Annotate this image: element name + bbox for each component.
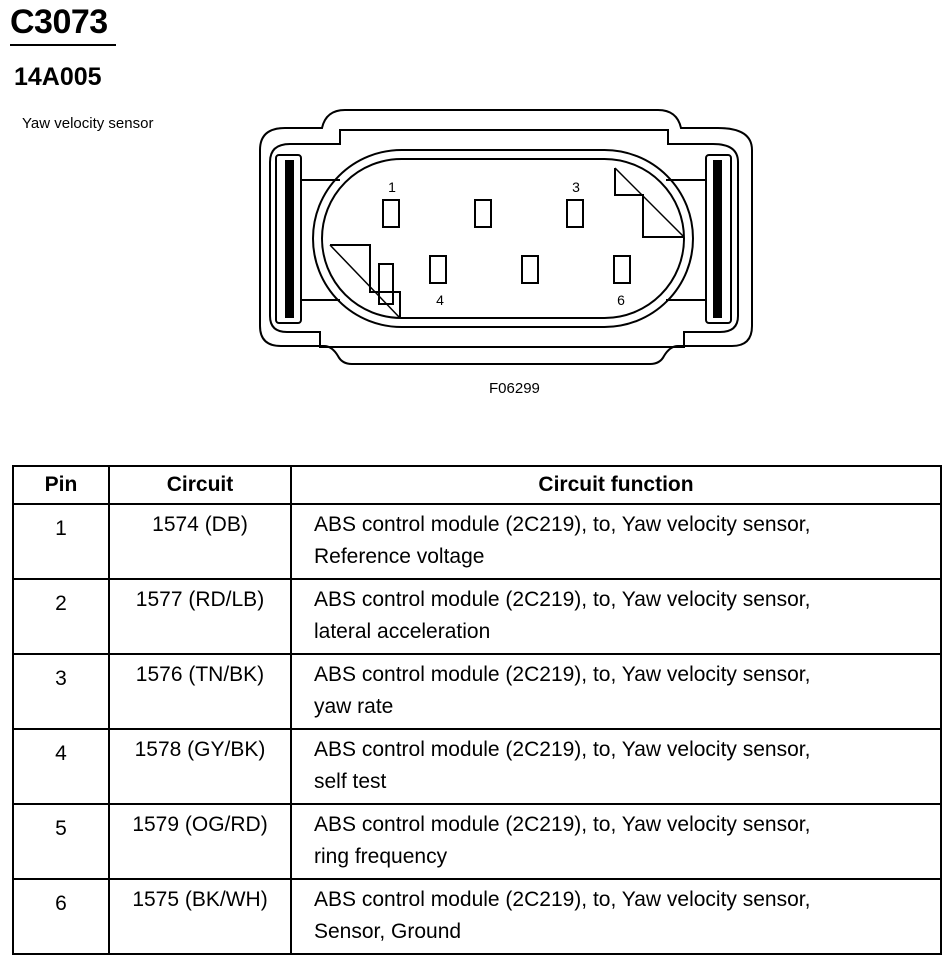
pin-cell: 4: [12, 728, 110, 805]
pin-label-4: 4: [436, 292, 444, 308]
right-shoulder: [666, 179, 706, 301]
function-cell: ABS control module (2C219), to, Yaw velo…: [290, 803, 942, 880]
function-line-2: lateral acceleration: [314, 620, 491, 643]
pin-3-terminal: [566, 199, 584, 228]
pin-label-3: 3: [572, 179, 580, 195]
contact-face-outer-oval: [312, 149, 694, 328]
pin-cell: 1: [12, 503, 110, 580]
contact-face-inner-oval: [321, 158, 685, 319]
function-line-2: yaw rate: [314, 695, 394, 718]
pin-cell: 2: [12, 578, 110, 655]
left-key-hatch: [329, 244, 401, 319]
figure-code: F06299: [489, 380, 540, 397]
function-line-1: ABS control module (2C219), to, Yaw velo…: [314, 813, 811, 836]
circuit-cell: 1576 (TN/BK): [108, 653, 292, 730]
table-row: 6 1575 (BK/WH) ABS control module (2C219…: [12, 878, 942, 955]
circuit-cell: 1574 (DB): [108, 503, 292, 580]
header-pin: Pin: [12, 465, 110, 505]
table-row: 4 1578 (GY/BK) ABS control module (2C219…: [12, 728, 942, 805]
function-cell: ABS control module (2C219), to, Yaw velo…: [290, 878, 942, 955]
function-line-1: ABS control module (2C219), to, Yaw velo…: [314, 738, 811, 761]
right-latch-bar: [713, 160, 722, 318]
left-latch-frame: [275, 154, 302, 324]
function-line-1: ABS control module (2C219), to, Yaw velo…: [314, 513, 811, 536]
function-cell: ABS control module (2C219), to, Yaw velo…: [290, 503, 942, 580]
connector-outer-housing: [259, 109, 753, 365]
left-key-post: [378, 263, 394, 305]
circuit-cell: 1579 (OG/RD): [108, 803, 292, 880]
pin-cell: 3: [12, 653, 110, 730]
connector-id-underline: [10, 44, 116, 46]
pin-4-terminal: [429, 255, 447, 284]
component-name: Yaw velocity sensor: [22, 115, 154, 132]
connector-inner-housing: [269, 129, 739, 348]
table-row: 1 1574 (DB) ABS control module (2C219), …: [12, 503, 942, 580]
pin-2-terminal: [474, 199, 492, 228]
circuit-cell: 1578 (GY/BK): [108, 728, 292, 805]
function-cell: ABS control module (2C219), to, Yaw velo…: [290, 578, 942, 655]
table-row: 2 1577 (RD/LB) ABS control module (2C219…: [12, 578, 942, 655]
function-line-2: self test: [314, 770, 387, 793]
pin-1-terminal: [382, 199, 400, 228]
function-line-1: ABS control module (2C219), to, Yaw velo…: [314, 588, 811, 611]
function-line-2: Sensor, Ground: [314, 920, 462, 943]
table-row: 3 1576 (TN/BK) ABS control module (2C219…: [12, 653, 942, 730]
header-circuit: Circuit: [108, 465, 292, 505]
function-line-2: Reference voltage: [314, 545, 485, 568]
circuit-cell: 1577 (RD/LB): [108, 578, 292, 655]
circuit-cell: 1575 (BK/WH): [108, 878, 292, 955]
connector-face-diagram: 1 3 4 6: [259, 109, 753, 365]
right-key-hatch: [614, 167, 685, 238]
right-latch-frame: [705, 154, 732, 324]
part-number: 14A005: [14, 63, 102, 91]
pin-label-6: 6: [617, 292, 625, 308]
function-line-1: ABS control module (2C219), to, Yaw velo…: [314, 888, 811, 911]
function-line-1: ABS control module (2C219), to, Yaw velo…: [314, 663, 811, 686]
function-cell: ABS control module (2C219), to, Yaw velo…: [290, 728, 942, 805]
pin-cell: 6: [12, 878, 110, 955]
pin-cell: 5: [12, 803, 110, 880]
pin-circuit-table: Pin Circuit Circuit function 1 1574 (DB)…: [12, 465, 942, 955]
left-shoulder: [301, 179, 340, 301]
table-row: 5 1579 (OG/RD) ABS control module (2C219…: [12, 803, 942, 880]
connector-id: C3073: [10, 3, 108, 41]
function-cell: ABS control module (2C219), to, Yaw velo…: [290, 653, 942, 730]
pin-6-terminal: [613, 255, 631, 284]
table-header-row: Pin Circuit Circuit function: [12, 465, 942, 505]
left-key: [330, 244, 401, 318]
left-latch-bar: [285, 160, 294, 318]
header-circuit-function: Circuit function: [290, 465, 942, 505]
pin-label-1: 1: [388, 179, 396, 195]
function-line-2: ring frequency: [314, 845, 448, 868]
pin-5-terminal: [521, 255, 539, 284]
